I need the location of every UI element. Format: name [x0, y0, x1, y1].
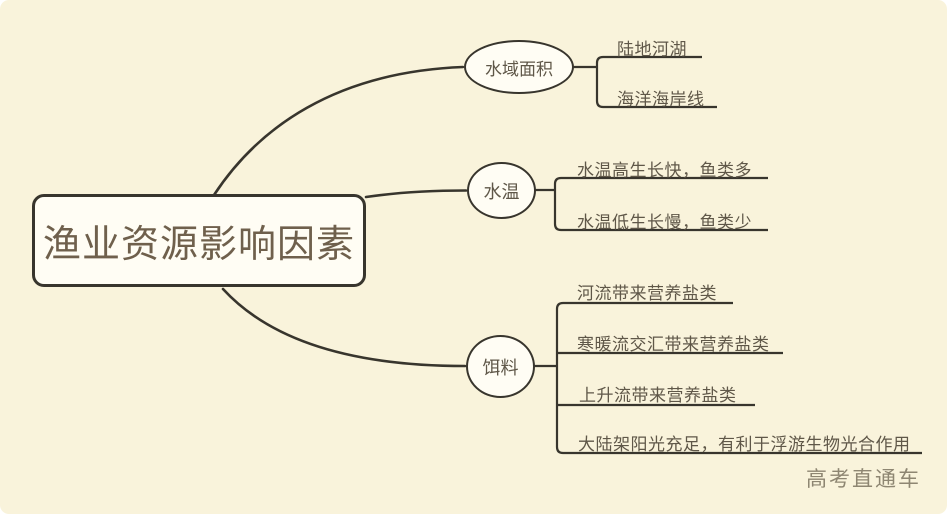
curve-root-to-bait — [221, 287, 467, 368]
subtopic-high-temp-fast-growth[interactable]: 水温高生长快，鱼类多 — [577, 161, 752, 180]
subtopic-continental-shelf-sunlight[interactable]: 大陆架阳光充足，有利于浮游生物光合作用 — [578, 435, 911, 454]
bracket-bait — [555, 301, 922, 455]
branch-topic-water-area-label: 水域面积 — [485, 59, 553, 79]
curve-root-to-water-temp — [364, 189, 468, 199]
branch-topic-water-temp-label: 水温 — [483, 181, 520, 202]
bracket-water-temp — [553, 176, 768, 232]
subtopic-low-temp-slow-growth[interactable]: 水温低生长慢，鱼类少 — [577, 213, 752, 232]
branch-topic-water-area[interactable]: 水域面积 — [464, 40, 574, 94]
subtopic-upwelling-nutrients[interactable]: 上升流带来营养盐类 — [579, 386, 737, 405]
branch-topic-bait[interactable]: 饵料 — [466, 335, 535, 398]
subtopic-river-nutrients[interactable]: 河流带来营养盐类 — [577, 284, 717, 303]
watermark-text: 高考直通车 — [806, 468, 921, 491]
subtopic-current-convergence[interactable]: 寒暖流交汇带来营养盐类 — [577, 335, 770, 354]
subtopic-ocean-coastline[interactable]: 海洋海岸线 — [617, 90, 705, 109]
branch-topic-water-temp[interactable]: 水温 — [467, 162, 536, 219]
curve-root-to-water-area — [212, 65, 465, 197]
subtopic-land-rivers-lakes[interactable]: 陆地河湖 — [617, 40, 687, 59]
branch-topic-bait-label: 饵料 — [482, 357, 519, 378]
bracket-water-area — [595, 55, 717, 109]
root-topic-label: 渔业资源影响因素 — [42, 224, 355, 266]
root-topic[interactable]: 渔业资源影响因素 — [32, 194, 366, 287]
